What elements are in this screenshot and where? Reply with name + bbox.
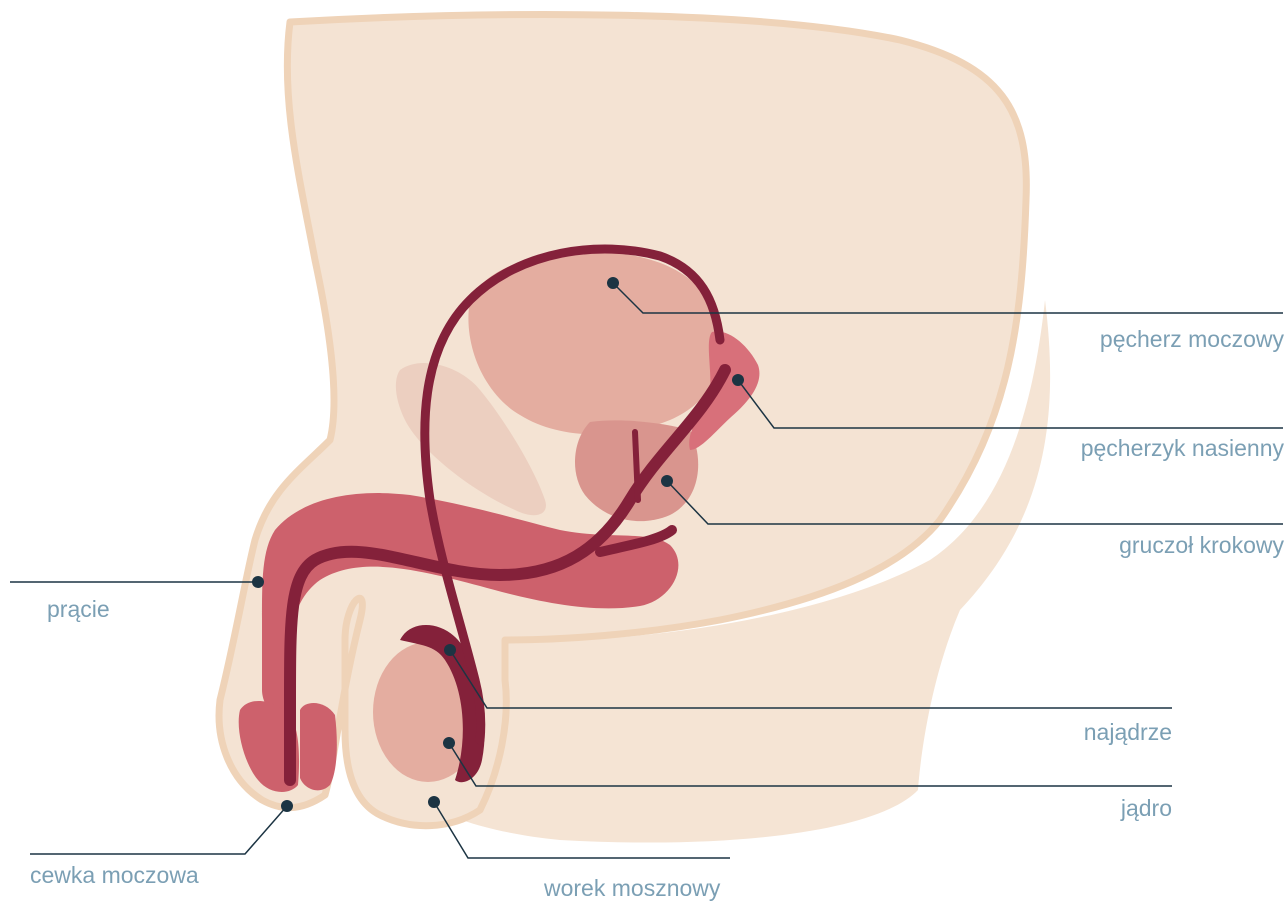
label-bladder: pęcherz moczowy xyxy=(1100,328,1284,351)
label-testis: jądro xyxy=(1121,797,1172,820)
label-prostate: gruczoł krokowy xyxy=(1119,534,1284,557)
dot-seminal-vesicle xyxy=(732,374,744,386)
label-scrotum: worek mosznowy xyxy=(544,877,720,900)
label-penis: prącie xyxy=(47,598,110,621)
dot-scrotum xyxy=(428,796,440,808)
label-epididymis: najądrze xyxy=(1084,721,1172,744)
dot-penis xyxy=(252,576,264,588)
dot-testis xyxy=(443,737,455,749)
label-urethra: cewka moczowa xyxy=(30,864,199,887)
dot-epididymis xyxy=(444,644,456,656)
dot-prostate xyxy=(661,475,673,487)
urethra-duct xyxy=(635,432,638,500)
dot-bladder xyxy=(607,277,619,289)
label-seminal-vesicle: pęcherzyk nasienny xyxy=(1081,437,1284,460)
leader-urethra xyxy=(30,806,287,854)
dot-urethra xyxy=(281,800,293,812)
corpus-shape xyxy=(300,703,337,790)
